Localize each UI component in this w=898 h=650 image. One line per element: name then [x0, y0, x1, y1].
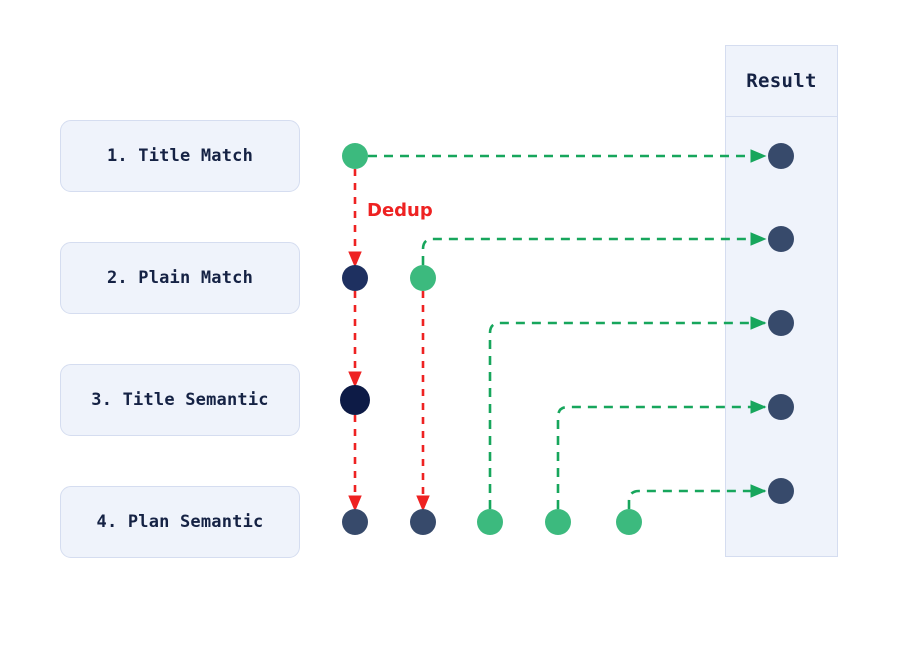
- node-c1-r4[interactable]: [342, 509, 368, 535]
- dedup-annotation: Dedup: [367, 200, 433, 221]
- result-node-4[interactable]: [768, 394, 794, 420]
- accept-edge-3: [488, 316, 767, 509]
- node-c5-r4[interactable]: [616, 509, 642, 535]
- accept-edge-2: [421, 232, 767, 265]
- result-node-3[interactable]: [768, 310, 794, 336]
- stage-label: 1. Title Match: [106, 146, 254, 166]
- node-c2-r4[interactable]: [410, 509, 436, 535]
- result-panel-header: Result: [726, 46, 837, 117]
- result-header-label: Result: [746, 70, 817, 92]
- node-c1-r2[interactable]: [342, 265, 368, 291]
- result-node-1[interactable]: [768, 143, 794, 169]
- node-c2-r2[interactable]: [410, 265, 436, 291]
- stage-box-plain-match[interactable]: 2. Plain Match: [60, 242, 300, 314]
- result-node-5[interactable]: [768, 478, 794, 504]
- node-c1-r1[interactable]: [342, 143, 368, 169]
- stage-label: 2. Plain Match: [106, 268, 254, 288]
- stage-box-plan-semantic[interactable]: 4. Plan Semantic: [60, 486, 300, 558]
- result-node-2[interactable]: [768, 226, 794, 252]
- node-c3-r4[interactable]: [477, 509, 503, 535]
- stage-label: 3. Title Semantic: [91, 390, 269, 410]
- node-c4-r4[interactable]: [545, 509, 571, 535]
- stage-label: 4. Plan Semantic: [96, 512, 264, 532]
- stage-box-title-semantic[interactable]: 3. Title Semantic: [60, 364, 300, 436]
- node-c1-r3[interactable]: [340, 385, 370, 415]
- stage-box-title-match[interactable]: 1. Title Match: [60, 120, 300, 192]
